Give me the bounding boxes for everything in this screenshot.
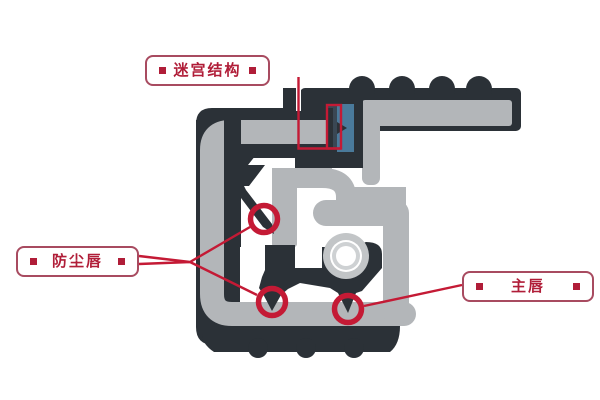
inner-case — [313, 200, 409, 325]
main-lip-marker-circle — [331, 292, 365, 326]
annotations — [138, 77, 463, 326]
rubber-strip — [295, 155, 363, 168]
label-text-dust-lip: 防尘唇 — [51, 252, 103, 270]
dust-lip-leader-lines — [138, 225, 258, 297]
blue-seal-insert — [337, 104, 354, 152]
label-bullet-icon — [572, 283, 580, 290]
label-bullet-icon — [159, 67, 166, 74]
garter-spring — [323, 233, 369, 279]
label-text-main-lip: 主唇 — [510, 277, 545, 295]
label-box-dust-lip: 防尘唇 — [16, 246, 139, 277]
label-text-labyrinth: 迷宫结构 — [173, 61, 242, 79]
top-cover-metal-core — [362, 100, 512, 126]
label-bullet-icon — [30, 258, 37, 265]
label-bullet-icon — [476, 283, 483, 290]
outer-case-metal-core — [200, 120, 404, 326]
lower-dust-lip-marker-circle — [255, 285, 289, 319]
label-box-labyrinth: 迷宫结构 — [145, 55, 270, 86]
slinger-strip — [362, 106, 380, 185]
upper-dust-lip — [224, 118, 274, 247]
labyrinth-marker-rect — [325, 103, 343, 150]
labyrinth-stub — [283, 88, 297, 118]
label-box-main-lip: 主唇 — [462, 271, 594, 302]
label-bullet-icon — [117, 258, 125, 265]
upper-dust-lip-marker-circle — [247, 202, 281, 236]
label-bullet-icon — [248, 67, 256, 74]
main-lip-leader-line — [363, 283, 463, 308]
